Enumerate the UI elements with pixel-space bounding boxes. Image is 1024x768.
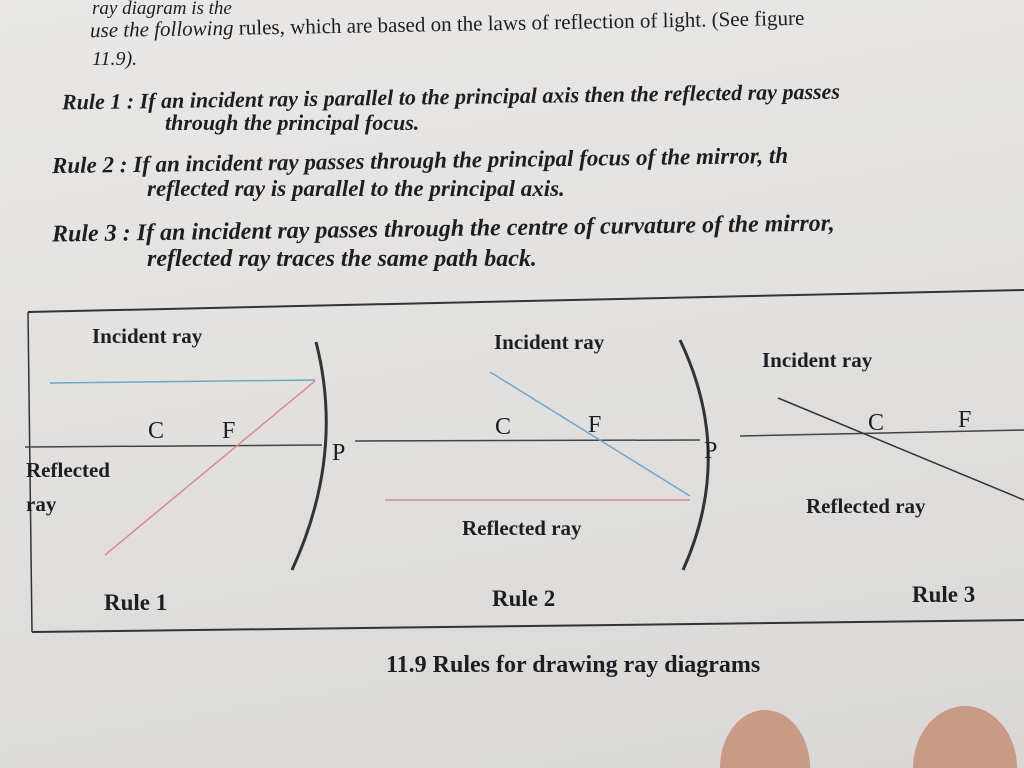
finger — [913, 706, 1017, 768]
label-f-2: F — [588, 412, 602, 438]
figure-left-border — [27, 311, 33, 633]
label-p-2: P — [704, 438, 718, 464]
caption-rule-2: Rule 2 — [492, 586, 556, 611]
reflected-ray-1 — [104, 380, 316, 556]
concave-mirror-1 — [290, 341, 328, 571]
caption-rule-3: Rule 3 — [912, 582, 976, 607]
figure-caption: 11.9 Rules for drawing ray diagrams — [386, 652, 761, 678]
incident-ray-2 — [489, 371, 691, 497]
figure-bottom-border — [31, 619, 1024, 633]
label-f-3: F — [958, 407, 972, 433]
label-p-1: P — [332, 440, 346, 466]
incident-ray-label-1: Incident ray — [92, 324, 203, 348]
incident-ray-label-3: Incident ray — [762, 348, 873, 372]
incident-ray-label-2: Incident ray — [494, 330, 605, 354]
incident-ray-1 — [49, 379, 316, 384]
principal-axis-3 — [739, 429, 1024, 437]
concave-mirror-2 — [678, 339, 710, 571]
label-c-1: C — [148, 418, 165, 444]
finger — [720, 710, 810, 768]
reflected-ray-label-3: Reflected ray — [806, 494, 926, 518]
rule-1-text-2: through the principal focus. — [165, 110, 420, 135]
figure-top-border — [27, 289, 1024, 313]
reflected-ray-label-1: Reflected — [26, 458, 110, 482]
rule-3-text-2: reflected ray traces the same path back. — [147, 246, 537, 272]
reflected-ray-label-2: Reflected ray — [462, 516, 582, 540]
principal-axis-1 — [24, 444, 323, 448]
rule-2-text-2: reflected ray is parallel to the princip… — [147, 176, 565, 201]
label-f-1: F — [222, 418, 236, 444]
label-c-2: C — [495, 414, 512, 440]
caption-rule-1: Rule 1 — [104, 590, 168, 615]
rule-3-label: Rule 3 — [51, 220, 117, 248]
label-c-3: C — [868, 410, 885, 436]
incident-ray-3 — [777, 397, 1024, 501]
reflected-ray-label-1b: ray — [26, 492, 57, 516]
principal-axis-2 — [354, 439, 701, 442]
intro-line-3: 11.9). — [92, 48, 138, 70]
intro-line-1: ray diagram is the — [92, 0, 232, 19]
rule-2-label: Rule 2 — [51, 152, 115, 179]
rule-1-label: Rule 1 — [61, 88, 122, 115]
intro-line-2-prefix: use the following — [89, 15, 234, 43]
